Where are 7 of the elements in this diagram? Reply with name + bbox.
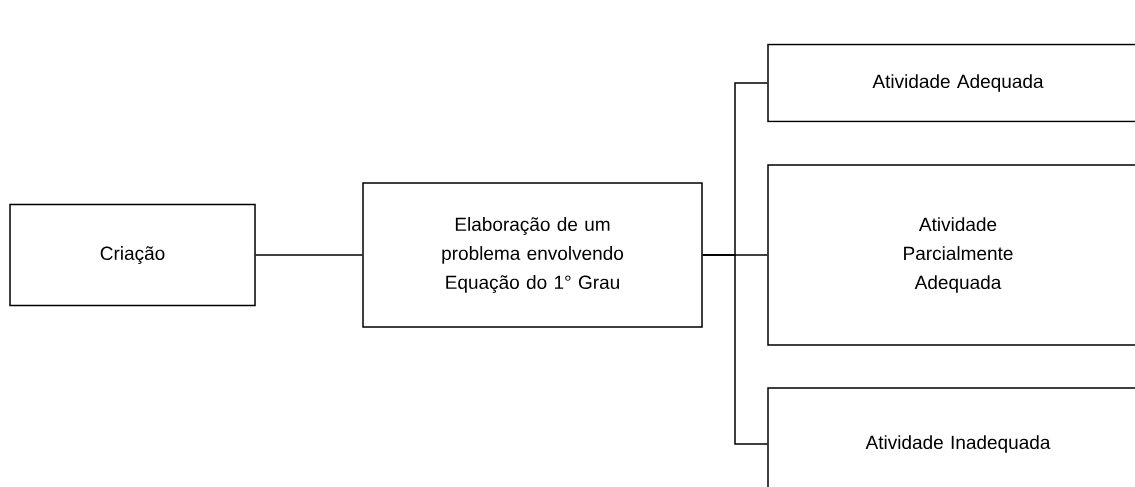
process-box: Atividade Parcialmente Adequada [767, 164, 1135, 346]
process-box: Atividade Inadequada [767, 387, 1135, 487]
connector-line [702, 254, 768, 445]
process-box: Elaboração de um problema envolvendo Equação do 1° Grau [362, 182, 703, 328]
process-box: Atividade Adequada [767, 43, 1135, 123]
connector-line [255, 254, 363, 256]
process-box: Criação [9, 203, 256, 307]
